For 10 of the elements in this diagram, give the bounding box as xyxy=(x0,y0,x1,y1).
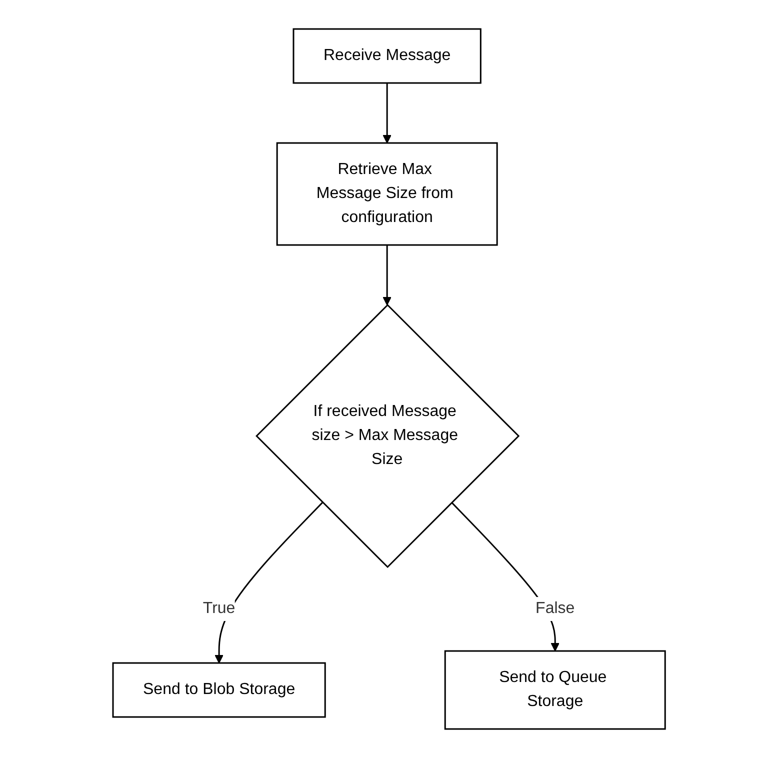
edge-label: True xyxy=(202,600,236,616)
node-diamond: If received Message size > Max Message Size xyxy=(255,303,520,568)
edge-label: False xyxy=(535,600,575,616)
node-box: Send to Blob Storage xyxy=(112,662,326,718)
node-box: Receive Message xyxy=(292,28,482,84)
arrow xyxy=(382,82,392,143)
arrow xyxy=(382,244,392,305)
arrow xyxy=(214,501,324,663)
node-box: Send to Queue Storage xyxy=(444,650,666,730)
node-box: Retrieve Max Message Size from configuration xyxy=(276,142,498,246)
